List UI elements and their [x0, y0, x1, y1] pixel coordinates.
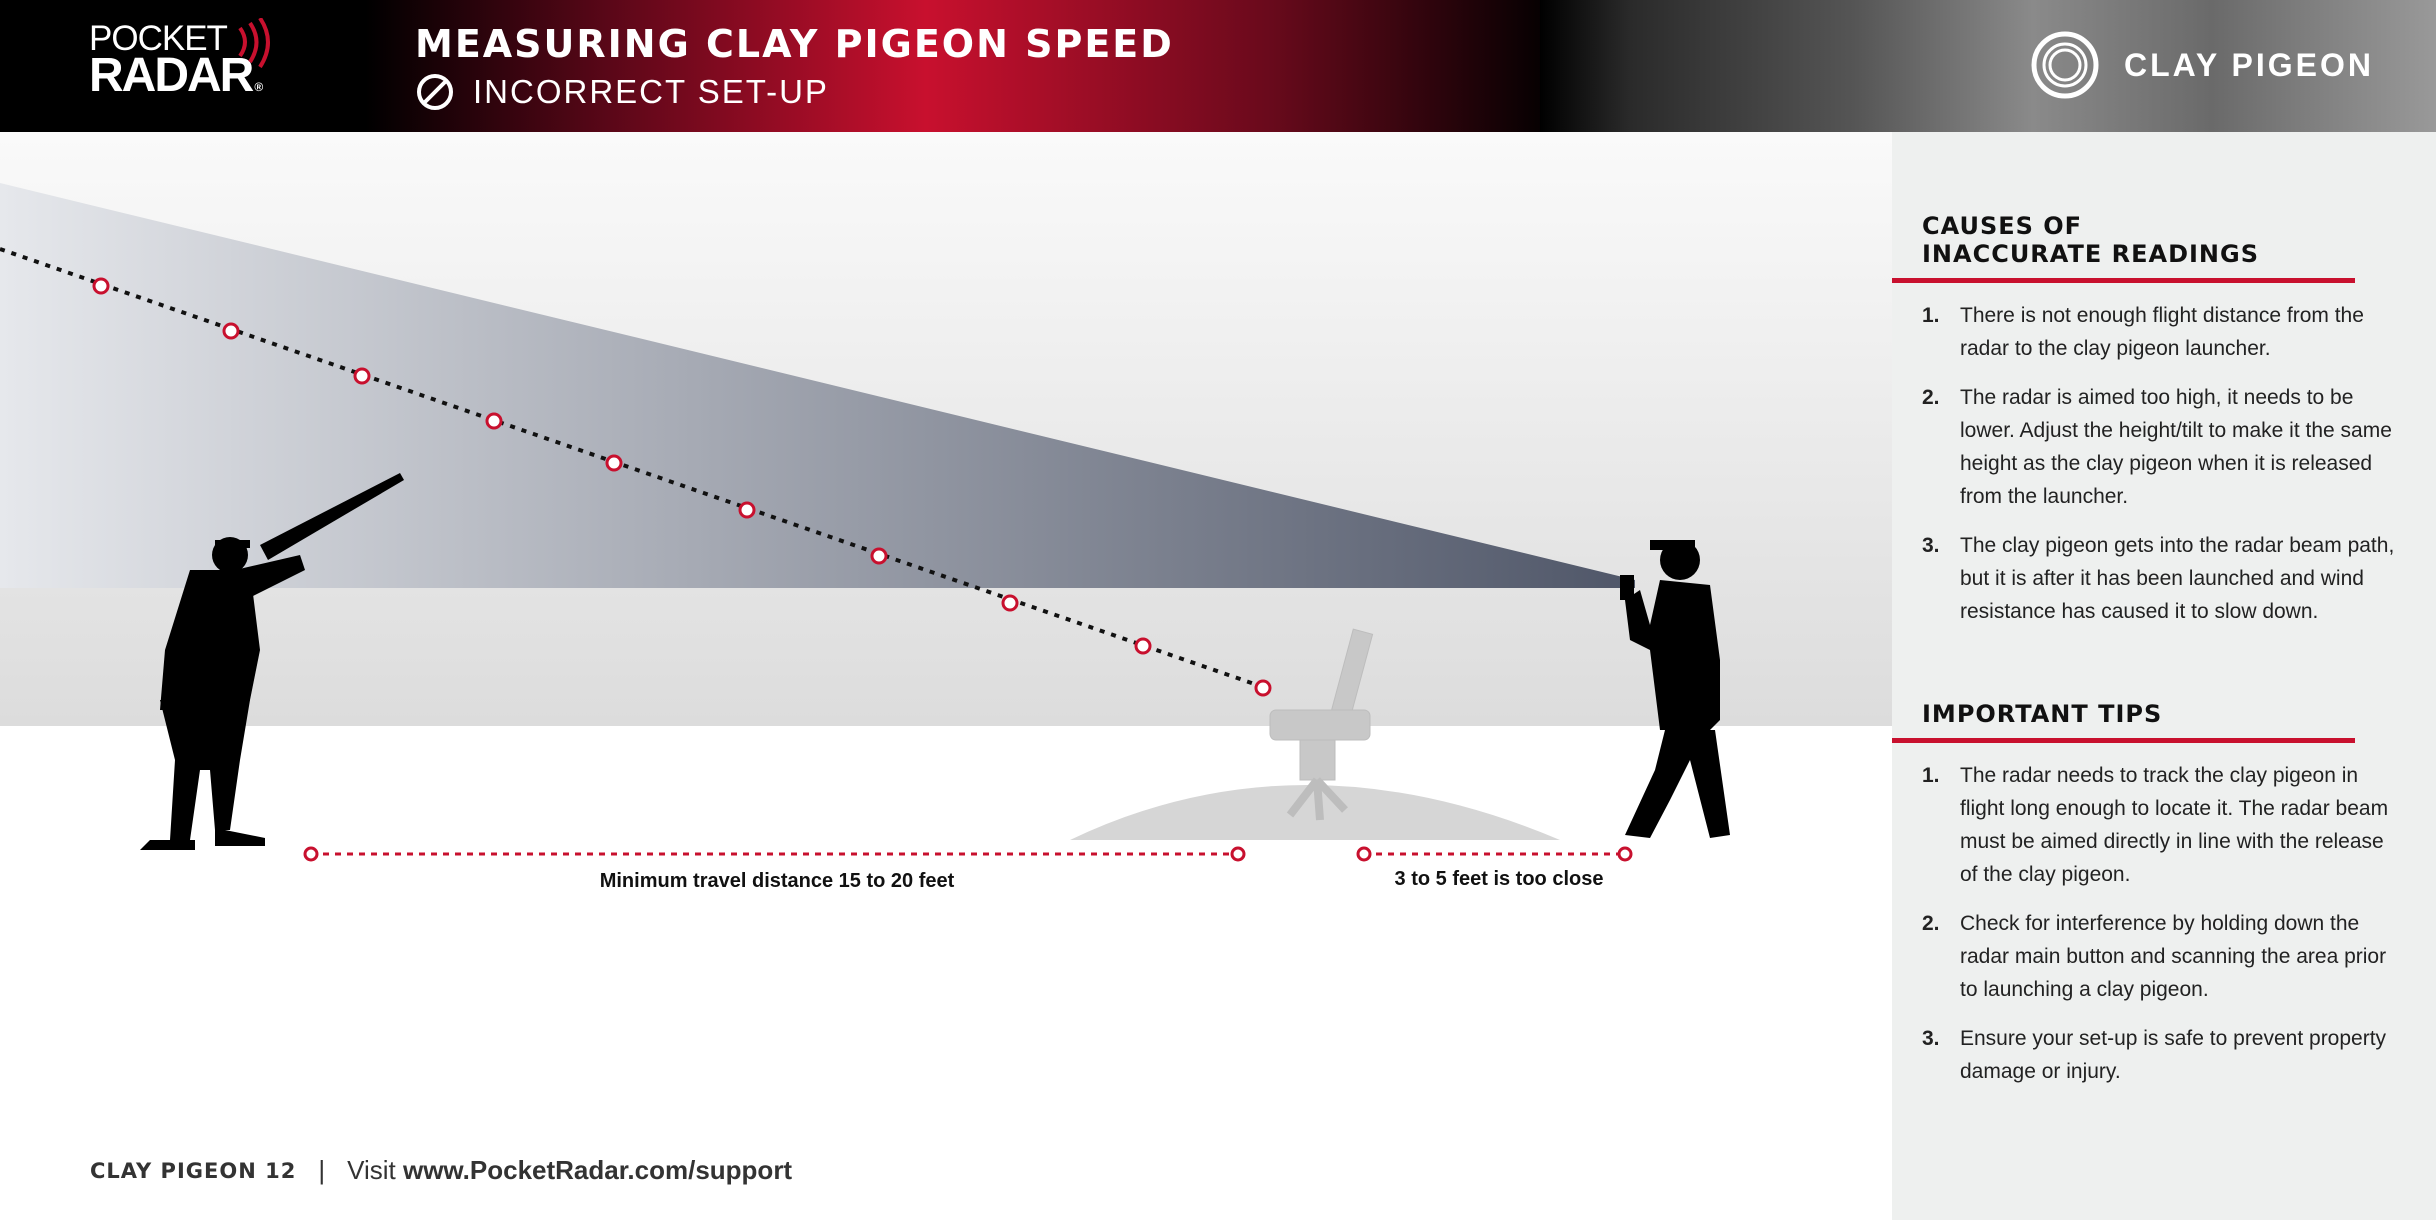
ground	[0, 726, 1892, 1220]
list-item: 1. The radar needs to track the clay pige…	[1922, 759, 2406, 891]
item-number: 2.	[1922, 912, 1940, 935]
radar-operator-silhouette	[1620, 540, 1730, 838]
category-badge: CLAY PIGEON	[2030, 30, 2374, 100]
item-text: The radar is aimed too high, it needs to…	[1960, 386, 2392, 508]
flight-path	[0, 247, 1267, 690]
radar-waves-icon	[238, 18, 270, 68]
page-number: CLAY PIGEON 12	[90, 1158, 297, 1183]
item-text: The radar needs to track the clay pigeon…	[1960, 764, 2389, 886]
clay-position-marker	[1001, 594, 1019, 612]
item-text: Check for interference by holding down t…	[1960, 912, 2387, 1001]
item-text: There is not enough flight distance from…	[1960, 304, 2364, 360]
clay-position-marker	[605, 454, 623, 472]
clay-position-marker	[222, 322, 240, 340]
item-text: Ensure your set-up is safe to prevent pr…	[1960, 1027, 2387, 1083]
item-number: 1.	[1922, 764, 1940, 787]
clay-position-marker	[92, 277, 110, 295]
item-number: 3.	[1922, 534, 1940, 557]
shooter-silhouette	[140, 473, 404, 850]
tips-heading: IMPORTANT TIPS	[1892, 700, 2355, 743]
causes-list: 1. There is not enough flight distance fr…	[1922, 299, 2406, 628]
clay-position-marker	[1254, 679, 1272, 697]
causes-heading: CAUSES OF INACCURATE READINGS	[1892, 212, 2355, 283]
footer: CLAY PIGEON 12 | Visit www.PocketRadar.c…	[90, 1155, 792, 1186]
clay-position-marker	[738, 501, 756, 519]
logo-bottom: RADAR	[89, 49, 254, 102]
item-number: 2.	[1922, 386, 1940, 409]
visit-label: Visit	[347, 1155, 396, 1185]
pocket-radar-logo: POCKET RADAR®	[89, 19, 263, 107]
footer-separator: |	[318, 1155, 326, 1185]
support-link[interactable]: www.PocketRadar.com/support	[402, 1155, 793, 1185]
page-subtitle: INCORRECT SET-UP	[415, 72, 829, 112]
prohibited-icon	[417, 74, 453, 110]
measurement-endpoints	[303, 846, 1633, 862]
logo-reg: ®	[254, 80, 263, 94]
category-label: CLAY PIGEON	[2124, 46, 2374, 83]
mound	[1070, 785, 1560, 840]
item-number: 3.	[1922, 1027, 1940, 1050]
clay-position-marker	[485, 412, 503, 430]
causes-heading-line1: CAUSES OF	[1922, 212, 2083, 240]
min-distance-label: Minimum travel distance 15 to 20 feet	[599, 870, 955, 892]
list-item: 3. The clay pigeon gets into the radar be…	[1922, 529, 2406, 628]
target-rings-icon	[2031, 31, 2099, 99]
item-number: 1.	[1922, 304, 1940, 327]
clay-launcher	[1269, 628, 1374, 821]
page-title: MEASURING CLAY PIGEON SPEED	[415, 22, 1174, 66]
too-close-label: 3 to 5 feet is too close	[1394, 868, 1604, 890]
clay-position-marker	[1134, 637, 1152, 655]
radar-beam	[0, 183, 1635, 588]
subtitle-text: INCORRECT SET-UP	[473, 73, 829, 110]
list-item: 2. Check for interference by holding down…	[1922, 907, 2406, 1006]
logo-top: POCKET	[89, 19, 228, 58]
info-panel: CAUSES OF INACCURATE READINGS 1. There is…	[1892, 132, 2436, 1220]
clay-position-marker	[870, 547, 888, 565]
tips-list: 1. The radar needs to track the clay pige…	[1922, 759, 2406, 1088]
diagram	[0, 132, 1892, 1220]
causes-heading-line2: INACCURATE READINGS	[1922, 240, 2259, 268]
item-text: The clay pigeon gets into the radar beam…	[1960, 534, 2395, 623]
list-item: 2. The radar is aimed too high, it needs …	[1922, 381, 2406, 513]
list-item: 1. There is not enough flight distance fr…	[1922, 299, 2406, 365]
header-banner: POCKET RADAR® MEASURING CLAY PIGEON SPEE…	[0, 0, 2436, 132]
list-item: 3. Ensure your set-up is safe to prevent …	[1922, 1022, 2406, 1088]
clay-position-marker	[353, 367, 371, 385]
header-photo	[1540, 0, 2436, 132]
